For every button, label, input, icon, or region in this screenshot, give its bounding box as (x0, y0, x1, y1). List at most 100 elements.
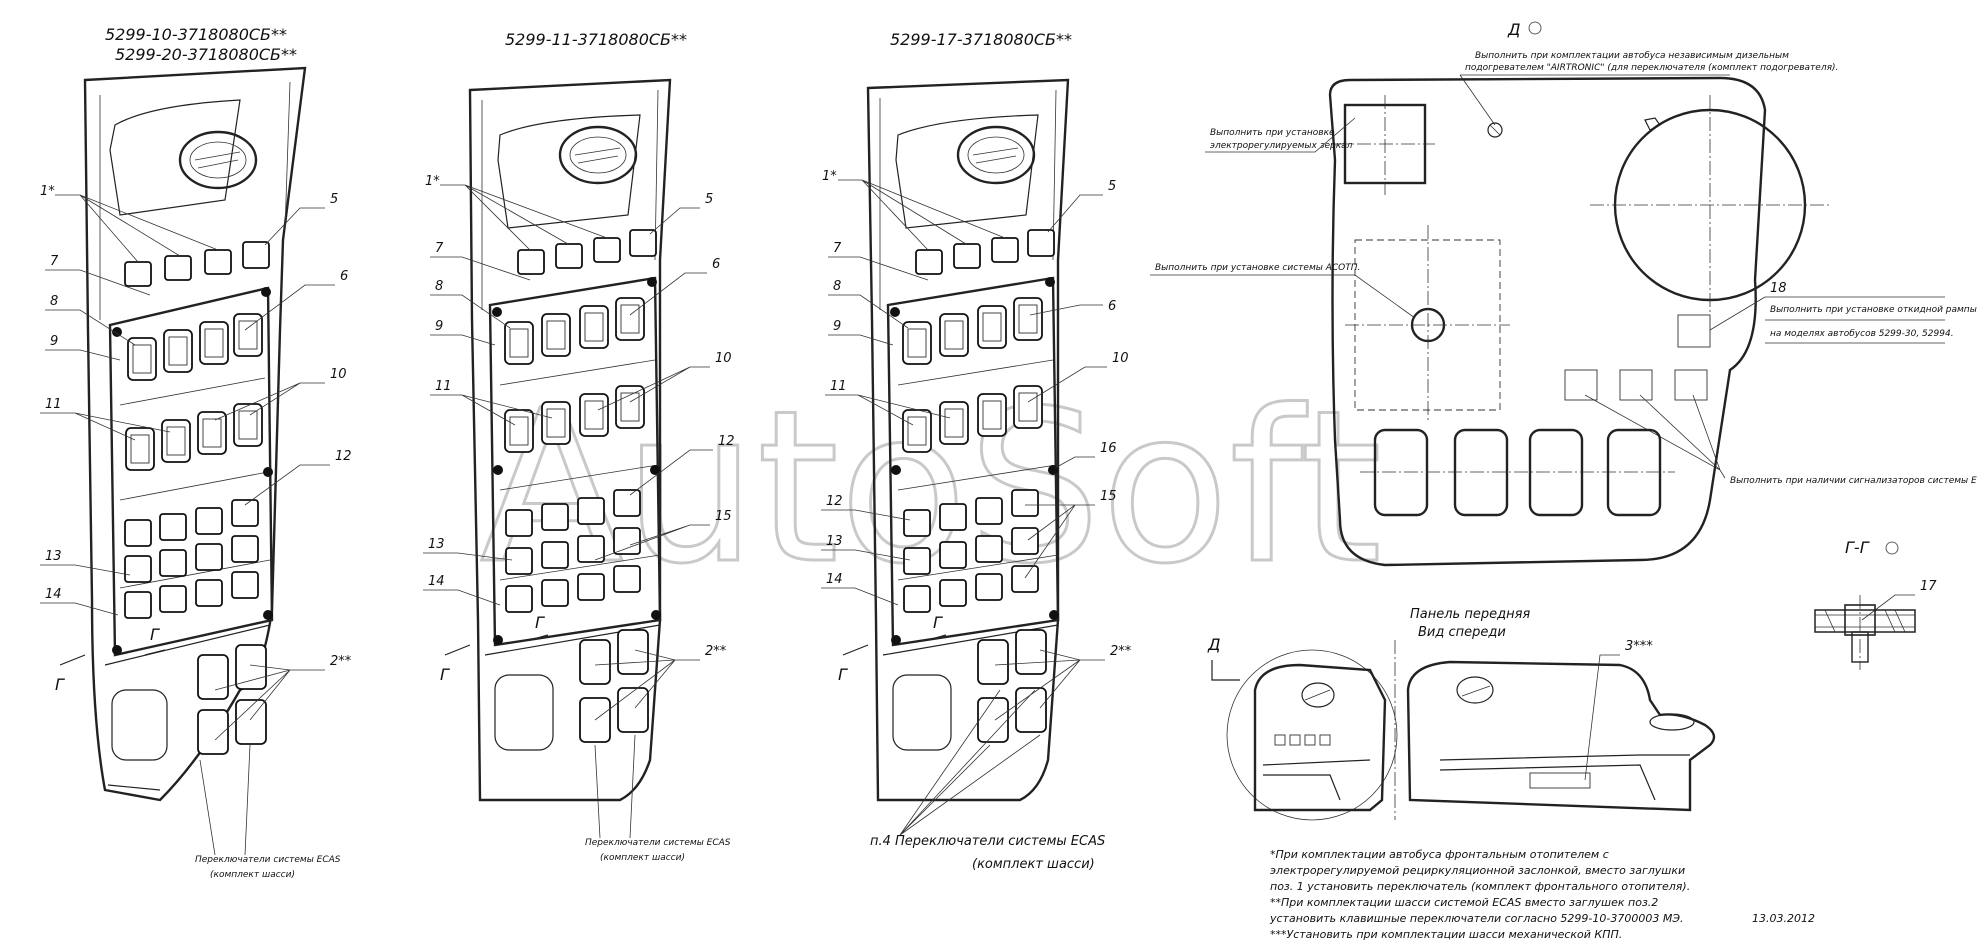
panel2-callout-7: 7 (435, 241, 444, 256)
rotation-icon (1528, 21, 1542, 35)
panel3-callout-9: 9 (833, 319, 841, 334)
footnote-line2: электрорегулируемой рециркуляционной зас… (1270, 864, 1685, 877)
panel2-section-g: Г (440, 665, 450, 684)
panel3-callout-2: 2** (1110, 644, 1132, 659)
panel2-callout-13: 13 (428, 537, 445, 552)
panel1-ecas-switches (197, 644, 267, 755)
panel1-title-line2: 5299-20-3718080СБ** (115, 45, 297, 64)
note-mirror-line1: Выполнить при установке (1210, 128, 1335, 138)
panel1-callout-7: 7 (50, 254, 59, 269)
dashboard-panel-3: 5299-17-3718080СБ** (821, 30, 1132, 872)
panel3-callout-10: 10 (1112, 351, 1129, 366)
panel1-outline (83, 66, 307, 802)
panel2-air-vent (558, 125, 638, 185)
ramp-indicator-cutout (1677, 314, 1711, 348)
panel2-callout-1: 1* (425, 174, 440, 189)
panel3-callout-12: 12 (826, 494, 843, 509)
panel3-ecas-label-line1: п.4 Переключатели системы ECAS (870, 834, 1105, 849)
view-d-outline (1328, 76, 1767, 567)
callout-18: 18 (1770, 281, 1787, 296)
panel3-callout-6: 6 (1108, 299, 1116, 314)
panel3-callout-7: 7 (833, 241, 842, 256)
panel1-upper-bezel (109, 99, 241, 216)
panel1-callout-8: 8 (50, 294, 58, 309)
panel2-callout-8: 8 (435, 279, 443, 294)
front-panel-view: Панель передняя Вид спереди Д 3*** (1207, 607, 1716, 821)
panel3-rocker-row1 (902, 297, 1043, 365)
panel1-callout-2: 2** (330, 654, 352, 669)
panel3-key-grid (903, 489, 1039, 613)
panel3-switch-block (886, 276, 1060, 647)
panel3-rocker-row2 (902, 385, 1043, 453)
dashboard-panel-2: 5299-11-3718080СБ** (423, 30, 735, 863)
front-panel-left (1253, 663, 1387, 812)
panel2-ecas-switches (579, 629, 649, 743)
panel2-callout-5: 5 (705, 192, 713, 207)
panel2-callout-2: 2** (705, 644, 727, 659)
front-view-d-mark: Д (1207, 635, 1221, 654)
panel2-ecas-label-line1: Переключатели системы ECAS (585, 838, 731, 848)
panel1-callout-11: 11 (45, 397, 62, 412)
panel1-rocker-row2 (125, 403, 263, 471)
panel3-callout-8: 8 (833, 279, 841, 294)
panel3-callout-15: 15 (1100, 489, 1117, 504)
front-panel-line2: Вид спереди (1418, 625, 1506, 640)
note-mirror-line2: электрорегулируемых зеркал (1210, 141, 1353, 151)
panel1-callout-12: 12 (335, 449, 352, 464)
panel1-switch-block (108, 286, 274, 657)
panel1-callout-9: 9 (50, 334, 58, 349)
panel1-callout-10: 10 (330, 367, 347, 382)
panel1-callout-5: 5 (330, 192, 338, 207)
panel2-title: 5299-11-3718080СБ** (505, 30, 687, 49)
panel3-title: 5299-17-3718080СБ** (890, 30, 1072, 49)
panel3-callout-16: 16 (1100, 441, 1117, 456)
airtronic-switch-hole (1487, 122, 1503, 138)
front-panel-small-switches (1274, 734, 1331, 746)
note-airtronic-line2: подогревателем "AIRTRONIC" (для переключ… (1465, 63, 1838, 73)
panel3-air-vent (956, 125, 1036, 185)
callout-3: 3*** (1625, 639, 1653, 654)
panel1-ecas-label-line2: (комплект шасси) (210, 870, 295, 880)
callout-17: 17 (1920, 579, 1937, 594)
panel1-air-vent (178, 130, 258, 190)
view-d-title: Д (1507, 20, 1521, 39)
ecas-indicator-cutouts (1564, 369, 1708, 401)
panel2-switch-block (488, 276, 662, 647)
panel2-callout-6: 6 (712, 257, 720, 272)
drawing-date: 13.03.2012 (1752, 912, 1815, 925)
panel1-rocker-row1 (127, 313, 263, 381)
panel2-rocker-row2 (504, 385, 645, 453)
footnote-line5: установить клавишные переключатели согла… (1269, 912, 1684, 925)
panel3-section-g2: Г (933, 613, 943, 632)
panel3-callout-11: 11 (830, 379, 847, 394)
detail-d-circle (1226, 649, 1398, 821)
panel3-top-switches (915, 229, 1055, 275)
panel2-callout-10: 10 (715, 351, 732, 366)
panel1-title-line1: 5299-10-3718080СБ** (105, 25, 287, 44)
section-g-g-title: Г-Г (1845, 538, 1870, 557)
note-airtronic-line1: Выполнить при комплектации автобуса неза… (1475, 51, 1789, 61)
panel2-key-grid (505, 489, 641, 613)
panel2-rocker-row1 (504, 297, 645, 365)
footnotes: *При комплектации автобуса фронтальным о… (1269, 848, 1815, 941)
panel3-section-g: Г (838, 665, 848, 684)
panel3-callout-13: 13 (826, 534, 843, 549)
rocker-switch-cutouts (1360, 428, 1675, 517)
panel1-key-grid (124, 499, 259, 619)
panel2-callout-12: 12 (718, 434, 735, 449)
panel3-callout-14: 14 (826, 572, 843, 587)
dashboard-panel-1: 5299-10-3718080СБ** 5299-20-3718080СБ** (40, 25, 352, 880)
panel2-callout-14: 14 (428, 574, 445, 589)
panel2-top-switches (517, 229, 657, 275)
footnote-line6: ***Установить при комплектации шасси мех… (1270, 928, 1622, 941)
panel1-top-switches (124, 241, 270, 287)
note-ramp-line2: на моделях автобусов 5299-30, 52994. (1770, 329, 1954, 339)
panel3-ecas-label-line2: (комплект шасси) (972, 857, 1095, 872)
panel1-section-g2: Г (150, 625, 160, 644)
panel1-callout-1: 1* (40, 184, 55, 199)
panel3-ecas-switches (977, 629, 1047, 743)
footnote-line1: *При комплектации автобуса фронтальным о… (1270, 848, 1609, 861)
section-g-g: Г-Г 17 (1814, 538, 1937, 670)
footnote-line3: поз. 1 установить переключатель (комплек… (1270, 880, 1690, 893)
